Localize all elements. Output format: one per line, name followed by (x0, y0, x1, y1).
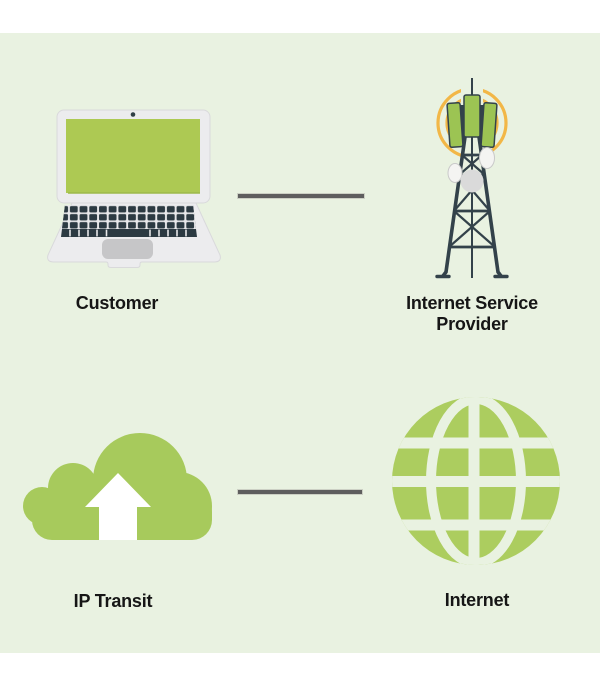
trackpad (102, 239, 153, 259)
connector-customer-isp (237, 193, 365, 199)
internet-label: Internet (444, 590, 510, 610)
ip-transit-label: IP Transit (73, 591, 153, 611)
laptop-lid (56, 109, 211, 204)
antenna-panels (446, 94, 498, 149)
isp-label: Internet Service Provider (406, 293, 538, 334)
customer-label: Customer (75, 293, 159, 313)
laptop-icon (47, 109, 221, 268)
globe-icon (392, 397, 560, 565)
microwave-dishes (447, 147, 495, 193)
spacebar-row-gaps (69, 229, 187, 237)
laptop-keyboard (61, 205, 197, 259)
connector-transit-internet (237, 489, 363, 495)
cell-tower-icon (435, 78, 509, 279)
upload-arrow (85, 473, 151, 540)
tower-rails (441, 135, 503, 278)
webcam-dot (130, 112, 136, 117)
cloud-upload-icon (23, 433, 212, 540)
laptop-screen (66, 119, 200, 193)
globe-gridlines (392, 397, 560, 565)
cloud-shape (23, 433, 212, 540)
